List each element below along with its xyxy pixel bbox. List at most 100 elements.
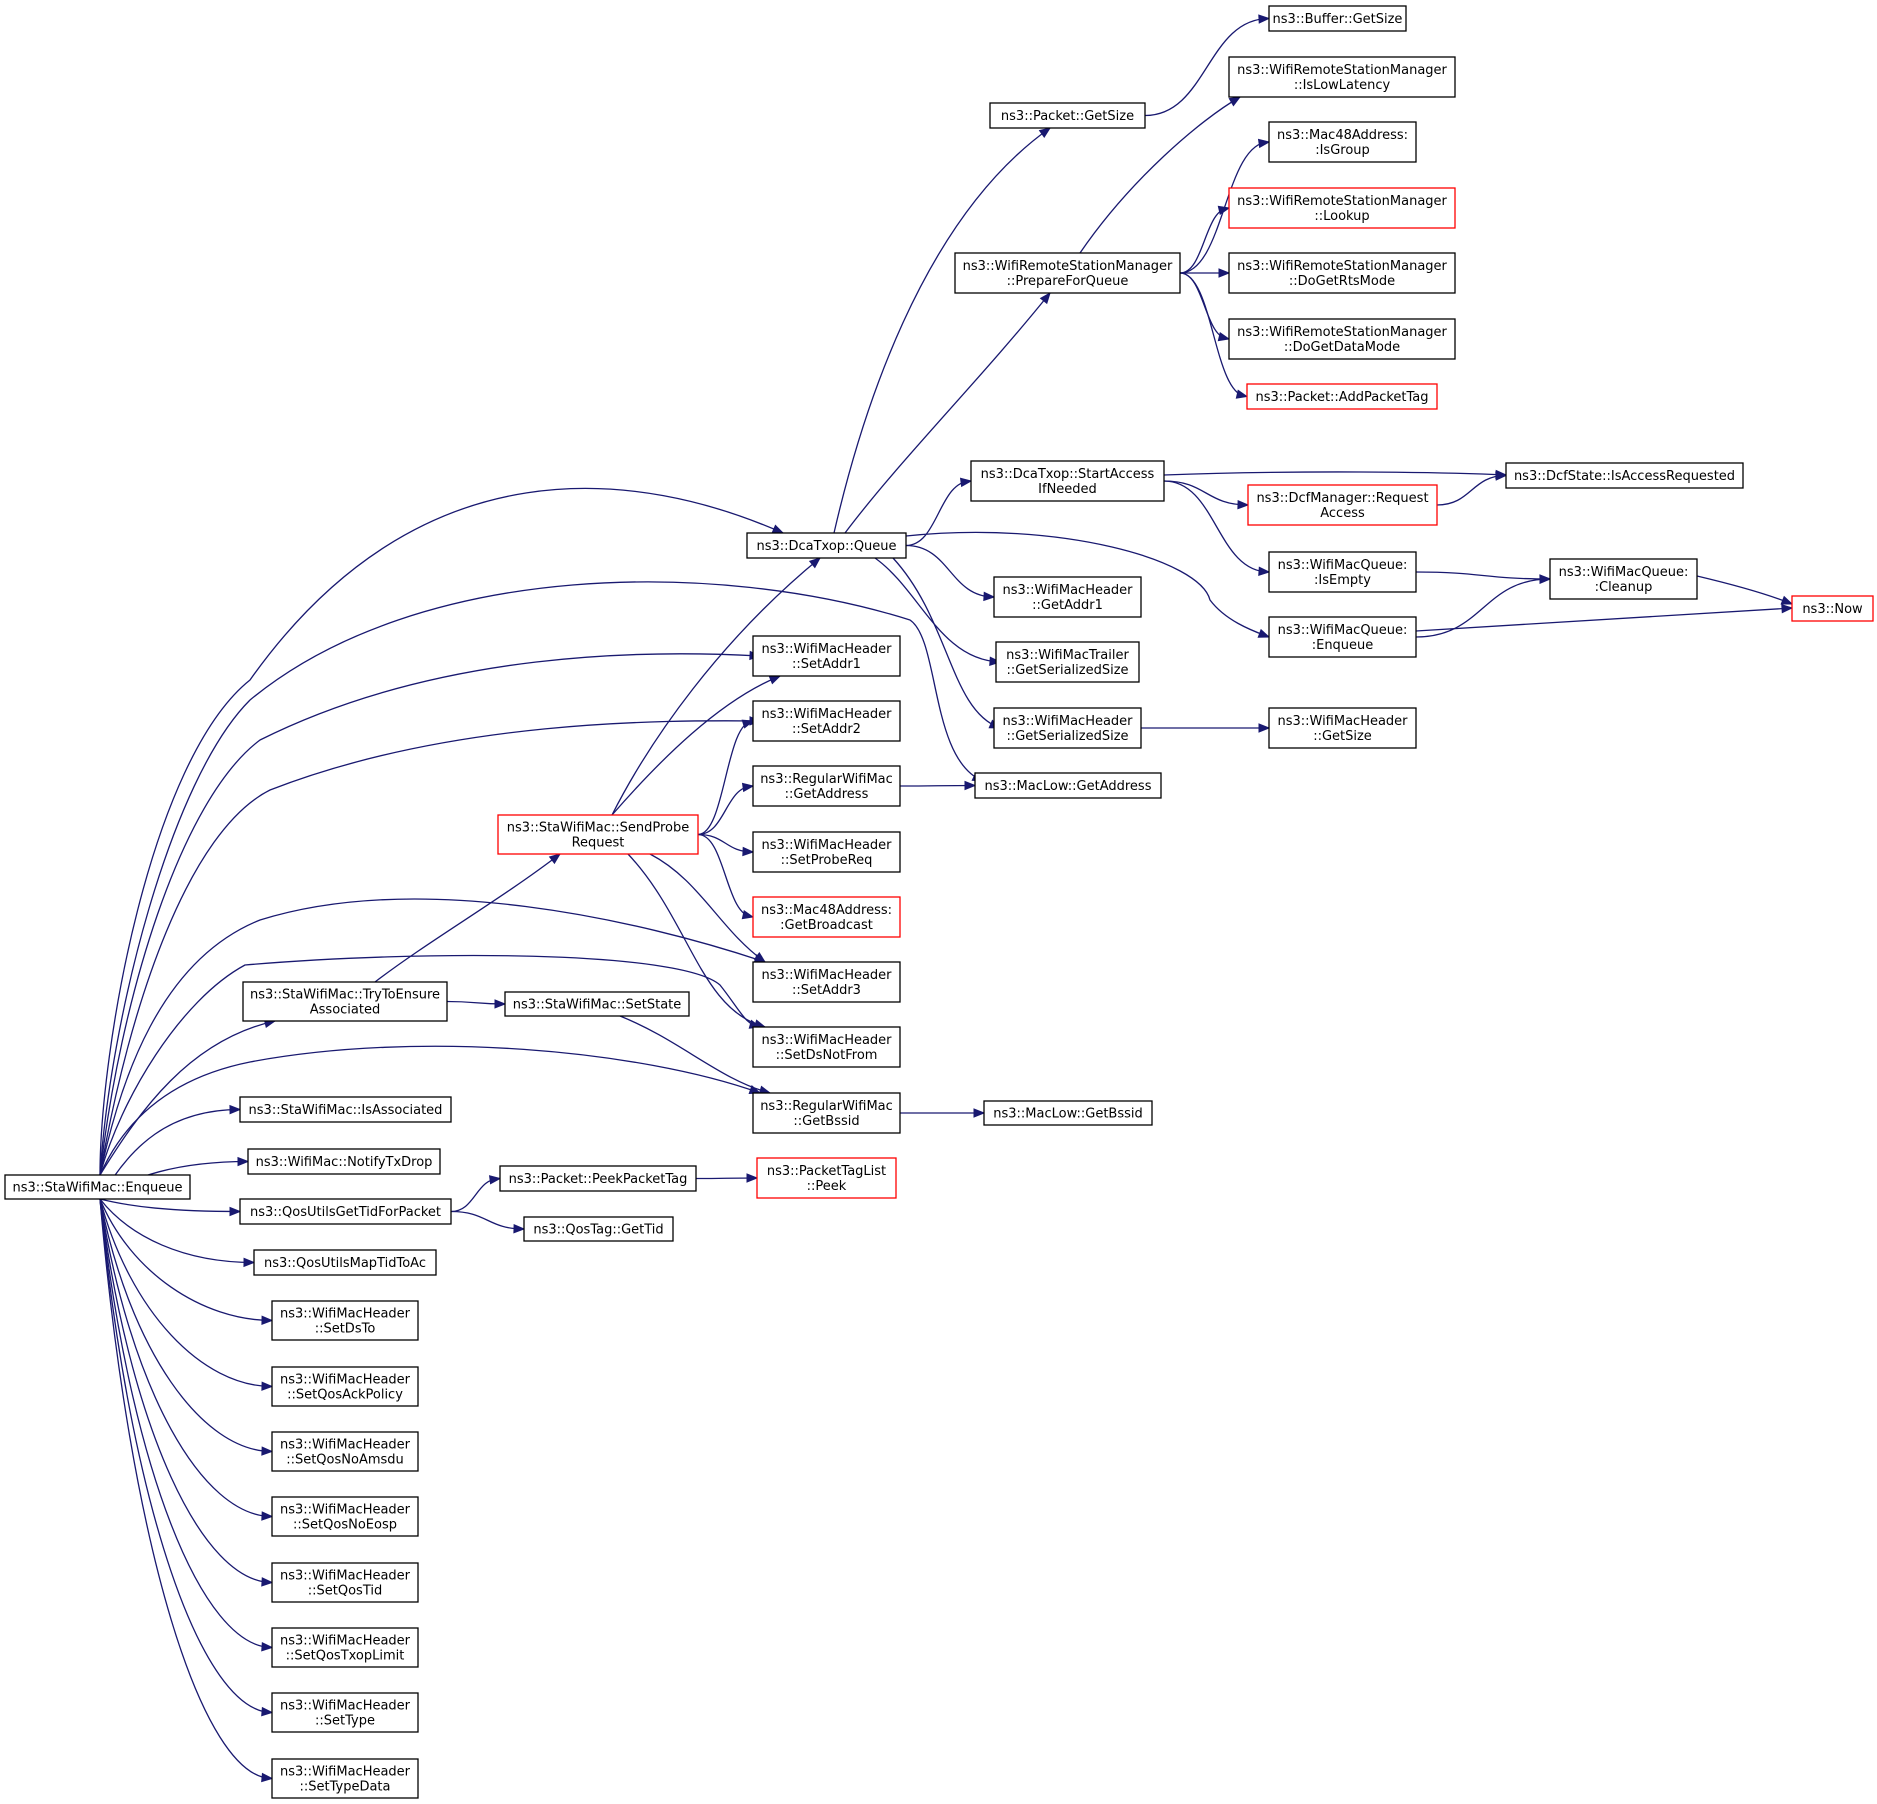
node-label-line: ns3::PacketTagList [767, 1164, 886, 1179]
node-islowlatency[interactable]: ns3::WifiRemoteStationManager::IsLowLate… [1228, 56, 1456, 98]
node-qosmaptid[interactable]: ns3::QosUtilsMapTidToAc [253, 1249, 437, 1276]
node-label-line: ns3::WifiMacHeader [1277, 714, 1408, 729]
node-settype[interactable]: ns3::WifiMacHeader::SetType [271, 1692, 419, 1733]
node-queue_enqueue[interactable]: ns3::WifiMacQueue::Enqueue [1268, 616, 1417, 658]
node-label-line: ::PrepareForQueue [1007, 274, 1129, 289]
node-header_getsize[interactable]: ns3::WifiMacHeader::GetSize [1268, 707, 1417, 749]
node-settypedata[interactable]: ns3::WifiMacHeader::SetTypeData [271, 1758, 419, 1799]
edge-startaccess-to-queue_isempty-arrowhead [1258, 566, 1271, 577]
edge-queue_isempty-to-queue_cleanup [1415, 571, 1551, 580]
node-label-line: IfNeeded [1038, 482, 1097, 497]
node-lookup[interactable]: ns3::WifiRemoteStationManager::Lookup [1228, 187, 1456, 229]
node-setstate[interactable]: ns3::StaWifiMac::SetState [504, 991, 690, 1017]
node-label-line: ns3::QosUtilsMapTidToAc [264, 1256, 426, 1271]
node-label-line: ::SetQosTid [308, 1584, 382, 1599]
node-maclow_getaddress[interactable]: ns3::MacLow::GetAddress [974, 772, 1162, 799]
edge-regular_getaddress-to-maclow_getaddress-arrowhead [964, 780, 977, 791]
edge-sendprobe-to-setaddr3-arrowhead [753, 951, 767, 963]
node-peekpackettag[interactable]: ns3::Packet::PeekPacketTag [499, 1165, 697, 1192]
node-label-line: ns3::QosUtilsGetTidForPacket [250, 1205, 441, 1220]
node-box [271, 1300, 419, 1341]
node-setdsto[interactable]: ns3::WifiMacHeader::SetDsTo [271, 1300, 419, 1341]
node-box [1228, 56, 1456, 98]
node-getbroadcast[interactable]: ns3::Mac48Address::GetBroadcast [752, 896, 901, 938]
node-packettaglist_peek[interactable]: ns3::PacketTagList::Peek [756, 1157, 897, 1199]
node-box [1268, 5, 1407, 32]
node-label-line: Request [572, 836, 625, 851]
node-regular_getbssid[interactable]: ns3::RegularWifiMac::GetBssid [752, 1092, 901, 1134]
node-label-line: ::GetAddr1 [1032, 598, 1103, 613]
edge-prepareforqueue-to-isgroup-arrowhead [1257, 138, 1271, 149]
node-enqueue[interactable]: ns3::StaWifiMac::Enqueue [4, 1174, 191, 1200]
edge-enqueue-to-qosgettid [99, 1198, 241, 1213]
edge-enqueue-to-settype-arrowhead [261, 1706, 274, 1717]
node-queue_cleanup[interactable]: ns3::WifiMacQueue::Cleanup [1549, 558, 1698, 600]
edge-enqueue-to-setqostid-arrowhead [261, 1577, 274, 1587]
node-setqosack[interactable]: ns3::WifiMacHeader::SetQosAckPolicy [271, 1366, 419, 1407]
node-setaddr1[interactable]: ns3::WifiMacHeader::SetAddr1 [752, 635, 901, 677]
node-qostag_gettid[interactable]: ns3::QosTag::GetTid [523, 1216, 674, 1242]
node-setqosnoeosp[interactable]: ns3::WifiMacHeader::SetQosNoEosp [271, 1496, 419, 1537]
node-setprobereq[interactable]: ns3::WifiMacHeader::SetProbeReq [752, 831, 901, 873]
node-setdsnotfrom[interactable]: ns3::WifiMacHeader::SetDsNotFrom [752, 1026, 901, 1068]
node-regular_getaddress[interactable]: ns3::RegularWifiMac::GetAddress [752, 765, 901, 807]
edge-dcatxop_queue-to-queue_enqueue-arrowhead [1257, 628, 1271, 638]
node-setaddr3[interactable]: ns3::WifiMacHeader::SetAddr3 [752, 961, 901, 1003]
node-setaddr2[interactable]: ns3::WifiMacHeader::SetAddr2 [752, 700, 901, 742]
node-dogetdatamode[interactable]: ns3::WifiRemoteStationManager::DoGetData… [1228, 318, 1456, 360]
node-box [752, 896, 901, 938]
edge-dcatxop_queue-to-trailer_getsersize [874, 557, 1001, 663]
node-now[interactable]: ns3::Now [1791, 595, 1874, 622]
node-buffer_getsize[interactable]: ns3::Buffer::GetSize [1268, 5, 1407, 32]
node-box [247, 1148, 441, 1175]
node-label-line: ns3::WifiMacHeader [280, 1765, 411, 1780]
node-notifytxdrop[interactable]: ns3::WifiMac::NotifyTxDrop [247, 1148, 441, 1175]
node-box [1247, 484, 1438, 526]
node-isgroup[interactable]: ns3::Mac48Address::IsGroup [1268, 121, 1417, 163]
node-box [1268, 121, 1417, 163]
node-box [1268, 707, 1417, 749]
node-dcatxop_queue[interactable]: ns3::DcaTxop::Queue [746, 532, 907, 559]
node-box [271, 1431, 419, 1472]
edge-sendprobe-to-setaddr2-arrowhead [741, 719, 755, 729]
node-box [504, 991, 690, 1017]
node-setqostid[interactable]: ns3::WifiMacHeader::SetQosTid [271, 1562, 419, 1603]
node-setqosnoamsdu[interactable]: ns3::WifiMacHeader::SetQosNoAmsdu [271, 1431, 419, 1472]
node-label-line: ns3::WifiMacHeader [761, 1033, 892, 1048]
node-packet_getsize[interactable]: ns3::Packet::GetSize [989, 102, 1146, 129]
node-isaccessrequested[interactable]: ns3::DcfState::IsAccessRequested [1505, 462, 1744, 489]
edge-dcatxop_queue-to-packet_getsize-arrowhead [1038, 127, 1052, 138]
node-header_getsersize[interactable]: ns3::WifiMacHeader::GetSerializedSize [993, 707, 1142, 749]
edge-sendprobe-to-setaddr2 [697, 720, 754, 836]
node-box [993, 576, 1142, 618]
node-trailer_getsersize[interactable]: ns3::WifiMacTrailer::GetSerializedSize [995, 641, 1140, 683]
node-dogetrtsmode[interactable]: ns3::WifiRemoteStationManager::DoGetRtsM… [1228, 252, 1456, 294]
edge-queue_enqueue-to-now [1415, 607, 1793, 632]
node-getaddr1[interactable]: ns3::WifiMacHeader::GetAddr1 [993, 576, 1142, 618]
node-box [1228, 252, 1456, 294]
node-qosgettid[interactable]: ns3::QosUtilsGetTidForPacket [239, 1198, 452, 1225]
edge-enqueue-to-setqosack-arrowhead [261, 1381, 274, 1391]
edge-dcatxop_queue-to-queue_enqueue [905, 531, 1270, 638]
node-label-line: ns3::WifiMacHeader [280, 1307, 411, 1322]
node-setqostxop[interactable]: ns3::WifiMacHeader::SetQosTxopLimit [271, 1627, 419, 1668]
node-label-line: ns3::StaWifiMac::Enqueue [13, 1181, 183, 1196]
node-label-line: ::SetAddr2 [792, 722, 861, 737]
node-prepareforqueue[interactable]: ns3::WifiRemoteStationManager::PrepareFo… [954, 252, 1181, 294]
node-box [746, 532, 907, 559]
edge-enqueue-to-setqosnoamsdu-arrowhead [261, 1446, 274, 1456]
edge-sendprobe-to-getbroadcast [697, 833, 754, 918]
node-label-line: ns3::StaWifiMac::TryToEnsure [250, 988, 440, 1003]
node-label-line: ns3::Mac48Address: [761, 903, 892, 918]
node-maclow_getbssid[interactable]: ns3::MacLow::GetBssid [983, 1100, 1153, 1126]
node-addpackettag[interactable]: ns3::Packet::AddPacketTag [1246, 383, 1438, 410]
node-queue_isempty[interactable]: ns3::WifiMacQueue::IsEmpty [1268, 551, 1417, 593]
node-isassociated[interactable]: ns3::StaWifiMac::IsAssociated [239, 1096, 452, 1123]
node-label-line: ns3::DcfManager::Request [1256, 491, 1428, 506]
edge-queue_enqueue-to-now-arrowhead [1781, 603, 1794, 614]
